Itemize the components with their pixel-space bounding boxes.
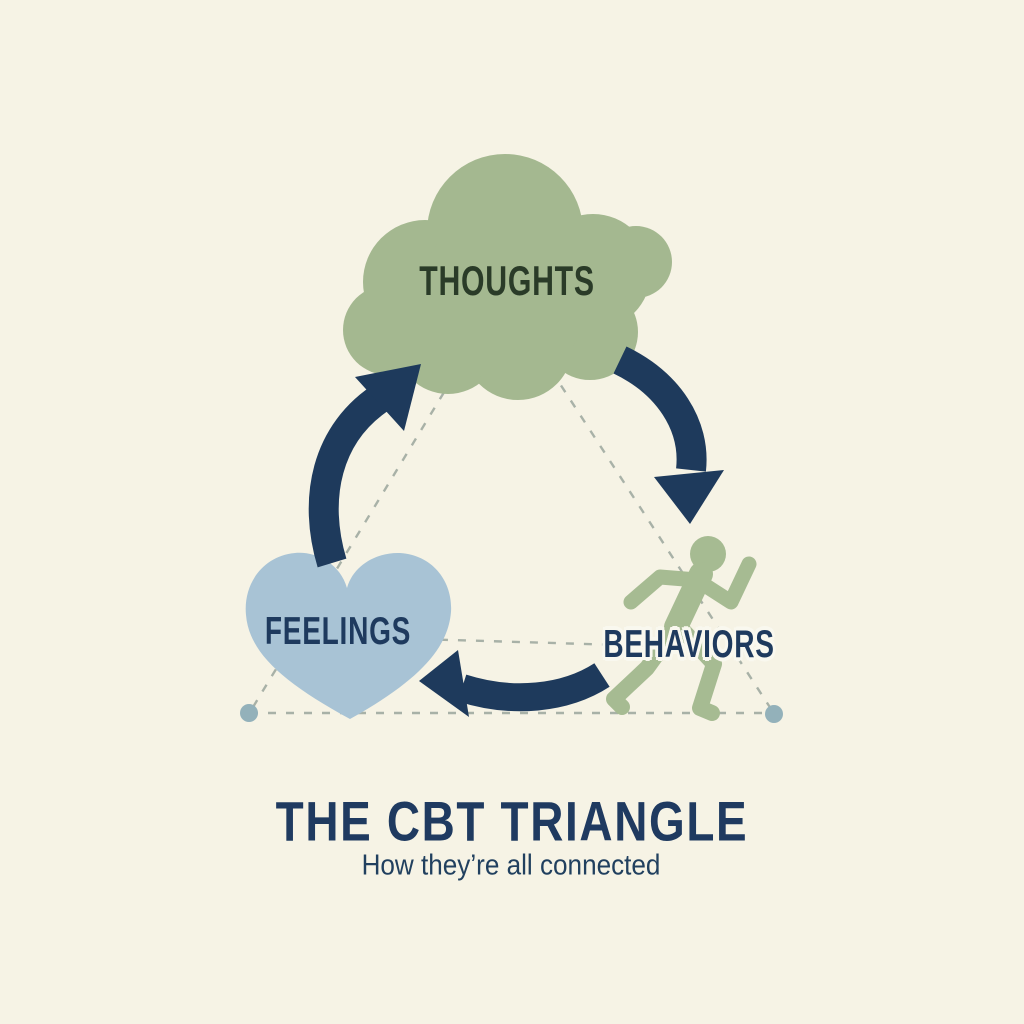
diagram-title: THE CBT TRIANGLE [275, 789, 749, 853]
arrow-behaviors-to-feelings [419, 650, 610, 717]
walking-person-icon [606, 536, 757, 721]
triangle-corner-dot-left [240, 704, 258, 722]
triangle-corner-dot-right [765, 705, 783, 723]
diagram-subtitle: How they’re all connected [361, 849, 661, 882]
node-label-thoughts: THOUGHTS [419, 257, 595, 304]
arrow-feelings-to-thoughts [308, 364, 421, 568]
node-label-feelings: FEELINGS [264, 610, 412, 653]
arrow-thoughts-to-behaviors [613, 346, 724, 524]
thought-cloud-icon [343, 154, 672, 400]
heart-icon [245, 552, 452, 719]
node-label-behaviors: BEHAVIORS [603, 623, 775, 666]
